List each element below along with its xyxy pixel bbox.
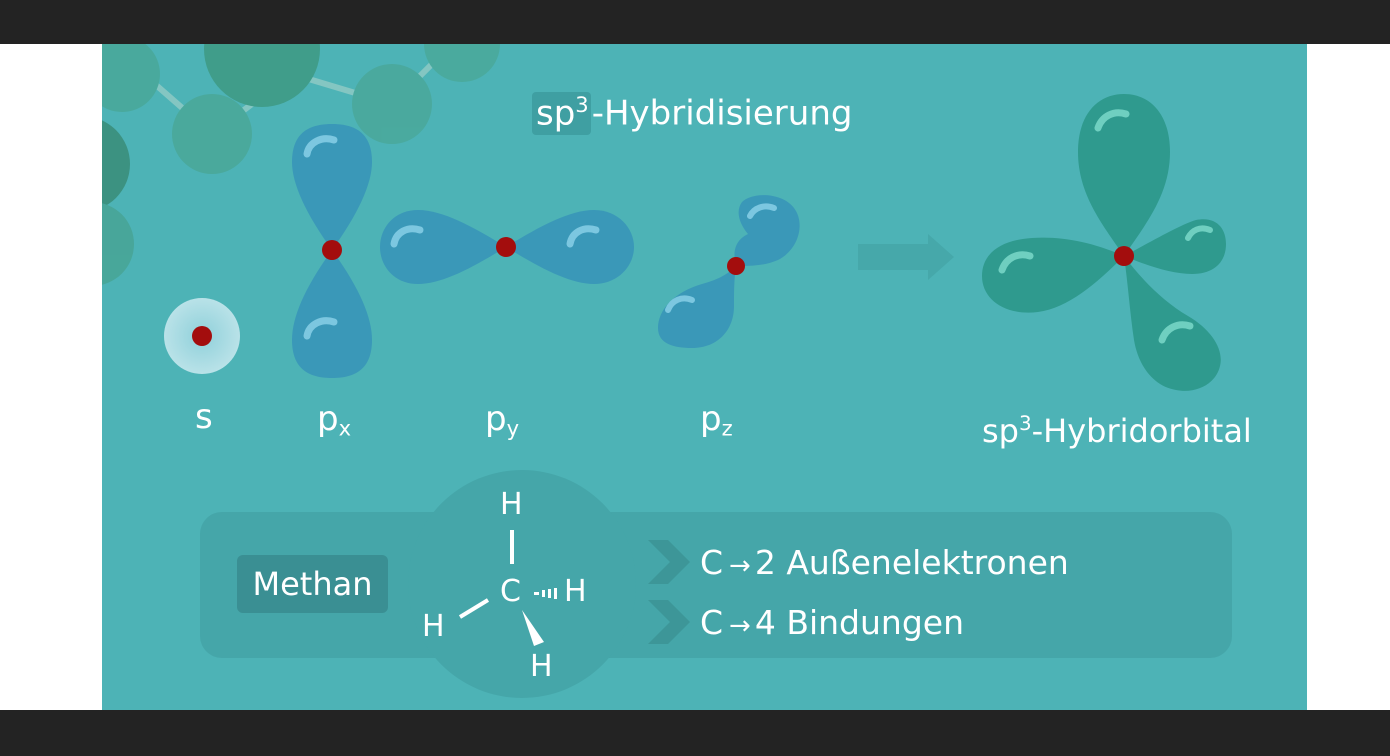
fact-2-right: 4 Bindungen bbox=[754, 603, 964, 642]
atom-h-bottom: H bbox=[530, 649, 553, 684]
label-pz-base: p bbox=[700, 399, 722, 439]
label-py: py bbox=[485, 402, 519, 438]
top-letterbox-bar bbox=[0, 0, 1390, 44]
fact-bonds: C→4 Bindungen bbox=[700, 606, 964, 639]
orbital-illustration bbox=[102, 44, 1232, 698]
py-orbital bbox=[380, 210, 634, 284]
sp3-hybrid-orbital bbox=[982, 94, 1226, 391]
fact-2-left: C bbox=[700, 603, 724, 642]
s-orbital bbox=[164, 298, 240, 374]
label-py-sub: y bbox=[506, 415, 520, 441]
fact-valence-electrons: C→2 Außenelektronen bbox=[700, 546, 1069, 579]
px-orbital bbox=[292, 124, 372, 378]
hashed-bond bbox=[534, 588, 557, 599]
methane-name-badge: Methan bbox=[237, 555, 388, 613]
label-hybridorbital: sp3-Hybridorbital bbox=[982, 414, 1252, 447]
title-prefix: sp bbox=[536, 93, 576, 134]
transition-arrow bbox=[858, 234, 954, 280]
decorative-molecule bbox=[102, 44, 500, 285]
hybrid-rest: -Hybridorbital bbox=[1031, 411, 1252, 450]
slide-canvas: sp3-Hybridisierung s px py pz sp3-Hybrid… bbox=[102, 44, 1307, 710]
chevron-icons bbox=[648, 540, 690, 644]
label-py-base: p bbox=[485, 399, 507, 439]
fact-1-left: C bbox=[700, 543, 724, 582]
methane-structure-bonds bbox=[458, 530, 557, 646]
wedge-bond bbox=[522, 610, 544, 646]
atom-h-left: H bbox=[422, 609, 445, 644]
bottom-letterbox-bar bbox=[0, 710, 1390, 756]
slide-title: sp3-Hybridisierung bbox=[532, 92, 852, 135]
atom-c-center: C bbox=[500, 574, 521, 609]
label-px: px bbox=[317, 402, 351, 438]
label-pz-sub: z bbox=[721, 415, 733, 441]
atom-h-top: H bbox=[500, 487, 523, 522]
label-s: s bbox=[195, 397, 213, 437]
label-px-sub: x bbox=[338, 415, 352, 441]
arrow-icon: → bbox=[729, 551, 751, 581]
hybrid-prefix: sp bbox=[982, 411, 1019, 450]
pz-orbital bbox=[658, 195, 800, 348]
label-pz: pz bbox=[700, 402, 733, 438]
fact-1-right: 2 Außenelektronen bbox=[754, 543, 1069, 582]
atom-h-right: H bbox=[564, 574, 587, 609]
label-px-base: p bbox=[317, 399, 339, 439]
title-rest: -Hybridisierung bbox=[591, 93, 853, 134]
arrow-icon: → bbox=[729, 611, 751, 641]
title-sp-highlight: sp3 bbox=[532, 92, 591, 135]
methane-panel bbox=[200, 470, 1232, 698]
hybrid-superscript: 3 bbox=[1018, 412, 1032, 435]
title-superscript: 3 bbox=[575, 92, 589, 117]
